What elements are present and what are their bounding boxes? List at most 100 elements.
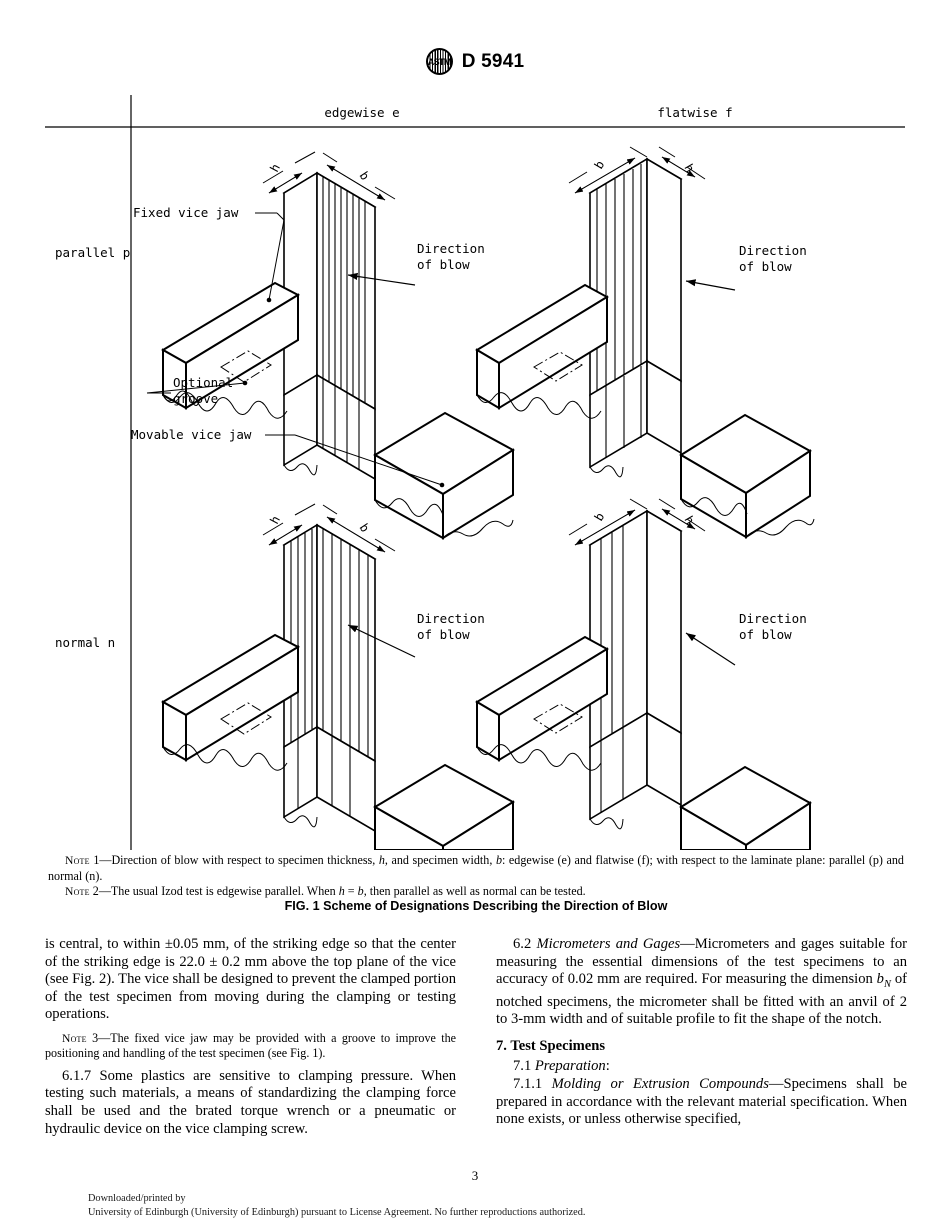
figure-1: edgewise e flatwise f parallel p normal …: [45, 95, 905, 850]
dimension-b-3: [322, 504, 396, 553]
page-header: ASTM D 5941: [0, 48, 950, 75]
label-optional-groove-line2: groove: [173, 391, 218, 406]
section-6-2-title: Micrometers and Gages: [536, 936, 681, 952]
dimension-label-b-2: b: [592, 158, 608, 171]
note-1-symbol-h: h: [378, 853, 385, 867]
section-7-1-1-text: —Specimens shall be prepared in accordan…: [496, 1076, 907, 1128]
note-2-part1: The usual Izod test is edgewise parallel…: [110, 883, 339, 898]
note-2-equals: =: [344, 883, 358, 898]
paragraph-7-1-1: 7.1.1 Molding or Extrusion Compounds—Spe…: [496, 1076, 907, 1129]
note-3-text: The fixed vice jaw may be provided with …: [45, 1030, 457, 1061]
note-2: Note 2—The usual Izod test is edgewise p…: [48, 884, 904, 900]
dimension-b-2: [568, 146, 648, 194]
left-column: is central, to within ±0.05 mm, of the s…: [45, 936, 456, 1151]
section-6-2-number: 6.2: [513, 936, 537, 952]
section-7-1-1-number: 7.1.1: [513, 1076, 552, 1093]
label-direction-of-blow-3-line2: of blow: [417, 627, 470, 642]
astm-logo-icon: ASTM: [425, 48, 453, 75]
dimension-label-b-3: b: [356, 521, 372, 535]
paragraph-continued: is central, to within ±0.05 mm, of the s…: [45, 936, 456, 1023]
page-number: 3: [471, 1168, 479, 1183]
movable-vice-jaw-block-4: [679, 765, 812, 850]
paragraph-7-1: 7.1 Preparation:: [496, 1058, 907, 1076]
label-direction-of-blow-3-line1: Direction: [417, 611, 485, 626]
optional-groove-outline-2: [533, 351, 583, 382]
document-number: D 5941: [461, 50, 525, 72]
row-header-parallel: parallel p: [55, 245, 130, 260]
column-header-edgewise: edgewise e: [324, 105, 399, 120]
dimension-label-h: h: [267, 161, 283, 174]
fixed-vice-jaw-block-2: [475, 283, 609, 419]
dimension-label-b-4: b: [592, 510, 608, 523]
note-2-symbol-h: h: [338, 883, 345, 898]
label-direction-of-blow-line1: Direction: [417, 241, 485, 256]
label-direction-of-blow-2-line1: Direction: [739, 243, 807, 258]
label-direction-of-blow-4-line2: of blow: [739, 627, 792, 642]
label-optional-groove-line1: Optional: [173, 375, 233, 390]
section-6-2-part1: —Micrometers and gages suitable for meas…: [496, 936, 907, 988]
footer-downloaded-by: Downloaded/printed by: [88, 1193, 186, 1204]
right-column: 6.2 Micrometers and Gages—Micrometers an…: [496, 936, 907, 1151]
note-1-label: Note: [65, 854, 90, 867]
dimension-b-4: [568, 498, 648, 546]
optional-groove-outline: [220, 350, 272, 383]
movable-vice-jaw-block-2: [679, 413, 815, 539]
note-1-number: 1—: [93, 853, 112, 867]
panel-flatwise-normal: b h: [475, 498, 812, 850]
figure-1-drawing: edgewise e flatwise f parallel p normal …: [45, 95, 905, 850]
footer-license-text: University of Edinburgh (University of E…: [88, 1207, 586, 1218]
dimension-b: [322, 152, 396, 201]
fixed-vice-jaw-block-4: [475, 635, 609, 771]
symbol-b-notched: b: [876, 971, 884, 988]
figure-caption: FIG. 1 Scheme of Designations Describing…: [284, 899, 668, 913]
note-1-part2: , and specimen width,: [384, 853, 496, 867]
note-1-symbol-b: b: [495, 853, 502, 867]
body-columns: is central, to within ±0.05 mm, of the s…: [45, 936, 907, 1151]
section-7-1-title: Preparation: [534, 1058, 606, 1075]
movable-vice-jaw-block: [373, 411, 515, 540]
label-direction-of-blow-line2: of blow: [417, 257, 470, 272]
specimen-edgewise-normal: [282, 523, 377, 833]
label-direction-of-blow-4-line1: Direction: [739, 611, 807, 626]
section-7-1-colon: :: [605, 1058, 610, 1075]
figure-notes: Note 1—Direction of blow with respect to…: [48, 853, 904, 900]
note-2-part2: , then parallel as well as normal can be…: [363, 883, 586, 898]
note-2-label: Note: [65, 884, 90, 898]
astm-logo-text: ASTM: [427, 56, 452, 67]
note-3-label: Note: [62, 1031, 87, 1045]
label-movable-vice-jaw: Movable vice jaw: [131, 427, 252, 442]
fixed-vice-jaw-block: [161, 281, 301, 419]
section-7-1-1-title: Molding or Extrusion Compounds: [551, 1076, 769, 1093]
row-header-normal: normal n: [55, 635, 115, 650]
note-2-symbol-b: b: [357, 883, 364, 898]
section-6-2-part2: of notched specimens, the micrometer sha…: [496, 971, 907, 1028]
dimension-h-2: [658, 146, 706, 180]
panel-edgewise-normal: h b: [161, 503, 515, 850]
note-3: Note 3—The fixed vice jaw may be provide…: [45, 1031, 456, 1061]
dimension-label-h-3: h: [267, 513, 283, 526]
section-7-heading: 7. Test Specimens: [496, 1037, 606, 1054]
note-1: Note 1—Direction of blow with respect to…: [48, 853, 904, 883]
dimension-h: [262, 151, 316, 194]
column-header-flatwise: flatwise f: [657, 105, 732, 120]
label-direction-of-blow-2-line2: of blow: [739, 259, 792, 274]
optional-groove-outline-3: [220, 702, 272, 735]
footer-license: Downloaded/printed by University of Edin…: [88, 1192, 878, 1220]
note-1-part1: Direction of blow with respect to specim…: [111, 853, 379, 867]
dimension-h-4: [658, 498, 706, 532]
note-2-number: 2—: [92, 883, 111, 898]
fixed-vice-jaw-block-3: [161, 633, 301, 771]
section-7-1-number: 7.1: [513, 1058, 535, 1075]
dimension-label-b: b: [356, 169, 372, 183]
symbol-b-notched-subscript: N: [883, 979, 891, 991]
dimension-h-3: [262, 503, 316, 546]
label-fixed-vice-jaw: Fixed vice jaw: [133, 205, 239, 220]
note-1-part3: : edgewise (e) and flatwise (f); with re…: [48, 853, 904, 883]
movable-vice-jaw-block-3: [373, 763, 515, 850]
optional-groove-outline-4: [533, 703, 583, 734]
paragraph-6-1-7: 6.1.7 Some plastics are sensitive to cla…: [45, 1067, 456, 1137]
panel-flatwise-parallel: b h: [475, 146, 815, 539]
paragraph-6-2: 6.2 Micrometers and Gages—Micrometers an…: [496, 936, 907, 1029]
note-3-number: 3—: [92, 1030, 111, 1045]
panel-edgewise-parallel: h b: [131, 151, 515, 540]
